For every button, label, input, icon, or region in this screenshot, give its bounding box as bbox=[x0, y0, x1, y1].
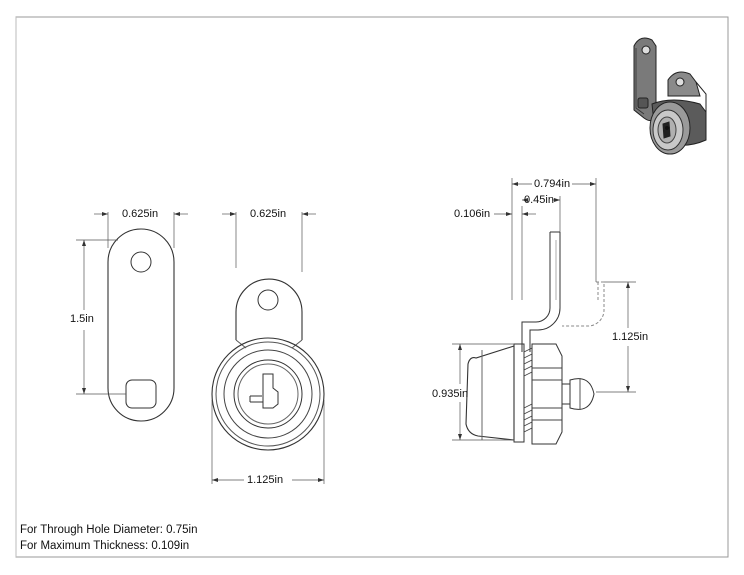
lock-isometric-render bbox=[633, 37, 707, 155]
dim-tab-height: 1.5in bbox=[70, 313, 94, 325]
cam-tab-view bbox=[76, 212, 188, 422]
sheet-border bbox=[15, 16, 729, 558]
note-max-thickness: For Maximum Thickness: 0.109in bbox=[20, 540, 190, 552]
dim-tab-width: 0.625in bbox=[122, 208, 159, 220]
dim-side-cam-height: 1.125in bbox=[612, 331, 649, 343]
dim-front-width: 0.625in bbox=[250, 208, 287, 220]
dim-front-diameter: 1.125in bbox=[247, 474, 284, 486]
lock-side-view bbox=[452, 178, 636, 445]
dim-side-overall: 0.794in bbox=[534, 178, 571, 190]
dim-side-offset: 0.45in bbox=[524, 194, 554, 206]
dim-side-thickness: 0.106in bbox=[454, 208, 491, 220]
note-through-hole: For Through Hole Diameter: 0.75in bbox=[20, 524, 198, 536]
dim-side-body-height: 0.935in bbox=[432, 388, 469, 400]
lock-front-view bbox=[211, 212, 325, 484]
